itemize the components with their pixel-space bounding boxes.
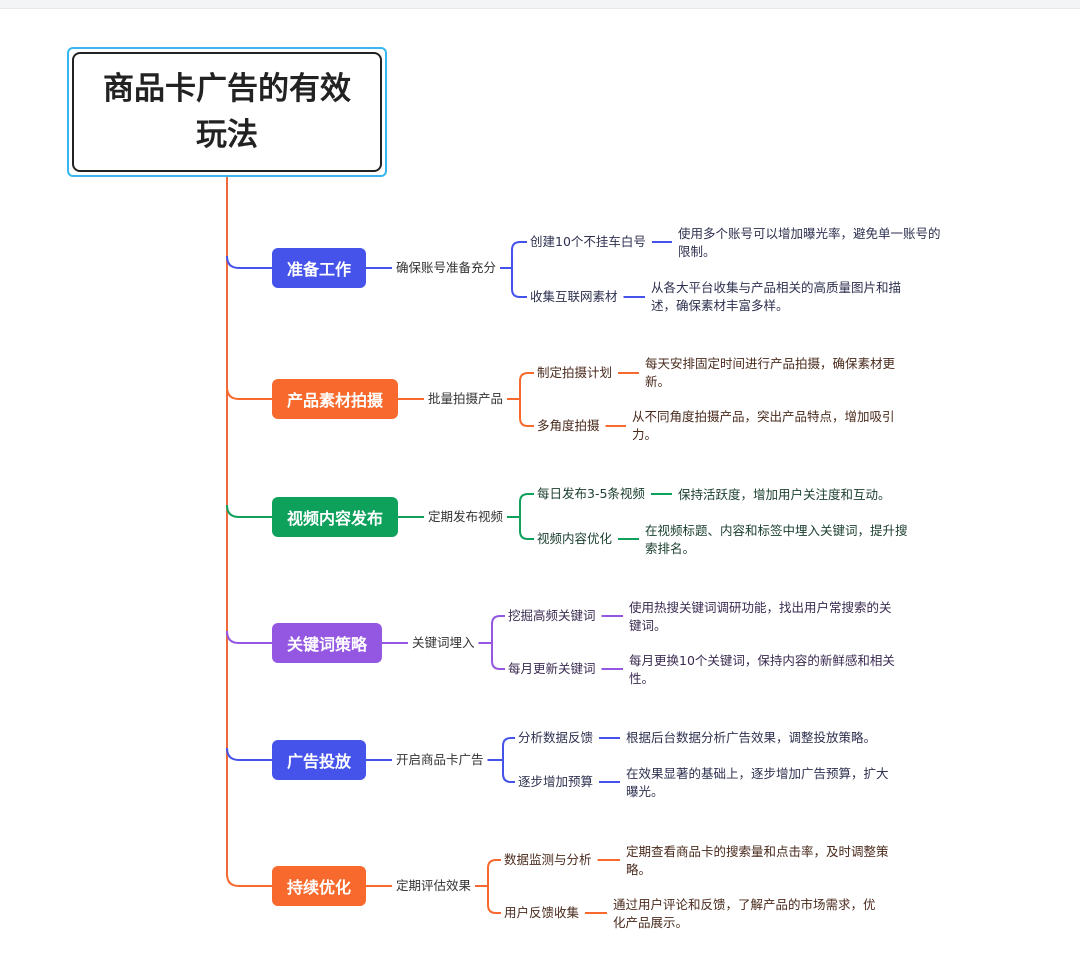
root-node-selection[interactable]: 商品卡广告的有效玩法 [67, 47, 387, 177]
topic-detail[interactable]: 每月更换10个关键词，保持内容的新鲜感和相关性。 [629, 653, 895, 686]
topic-item[interactable]: 收集互联网素材 [530, 289, 618, 304]
branch-node[interactable]: 广告投放 [272, 740, 367, 780]
bracket-line [519, 399, 534, 427]
bracket-line [519, 493, 534, 517]
branch-node[interactable]: 持续优化 [272, 866, 367, 906]
root-node[interactable]: 商品卡广告的有效玩法 [72, 52, 382, 172]
subtopic[interactable]: 定期评估效果 [396, 878, 472, 893]
bracket-line [487, 859, 501, 886]
top-bar [0, 0, 1080, 9]
topic-detail[interactable]: 在视频标题、内容和标签中埋入关键词，提升搜索排名。 [645, 523, 908, 556]
bracket-line [511, 241, 527, 268]
bracket-line [491, 615, 505, 643]
topic-item[interactable]: 逐步增加预算 [518, 774, 594, 789]
topic-detail[interactable]: 在效果显著的基础上，逐步增加广告预算，扩大曝光。 [626, 766, 889, 799]
branch-node[interactable]: 产品素材拍摄 [272, 379, 399, 419]
bracket-line [511, 268, 527, 298]
bracket-line [502, 760, 515, 783]
topic-item[interactable]: 每月更新关键词 [508, 661, 596, 676]
branch-connector [226, 504, 272, 518]
topic-item[interactable]: 创建10个不挂车白号 [530, 234, 646, 249]
topic-item[interactable]: 制定拍摄计划 [537, 365, 613, 380]
branch-connector [226, 386, 272, 400]
subtopic[interactable]: 批量拍摄产品 [428, 391, 504, 406]
topic-item[interactable]: 视频内容优化 [537, 531, 613, 546]
branch-connector [226, 630, 272, 644]
branch-node[interactable]: 关键词策略 [272, 623, 383, 663]
topic-detail[interactable]: 通过用户评论和反馈，了解产品的市场需求，优化产品展示。 [613, 897, 876, 930]
topic-item[interactable]: 多角度拍摄 [537, 418, 600, 433]
subtopic[interactable]: 确保账号准备充分 [396, 260, 497, 275]
topic-detail[interactable]: 从各大平台收集与产品相关的高质量图片和描述，确保素材丰富多样。 [651, 280, 902, 313]
topic-item[interactable]: 分析数据反馈 [518, 730, 594, 745]
branch-connector [226, 255, 272, 269]
subtopic[interactable]: 关键词埋入 [412, 635, 475, 650]
topic-detail[interactable]: 保持活跃度，增加用户关注度和互动。 [678, 487, 891, 502]
bracket-line [519, 517, 534, 540]
subtopic[interactable]: 开启商品卡广告 [396, 752, 484, 767]
bracket-line [519, 372, 534, 399]
topic-detail[interactable]: 使用多个账号可以增加曝光率，避免单一账号的限制。 [678, 226, 941, 259]
branch-connector [226, 873, 272, 887]
topic-detail[interactable]: 根据后台数据分析广告效果，调整投放策略。 [626, 730, 877, 745]
topic-item[interactable]: 用户反馈收集 [504, 905, 580, 920]
topic-detail[interactable]: 每天安排固定时间进行产品拍摄，确保素材更新。 [645, 356, 896, 389]
branch-connector [226, 747, 272, 761]
topic-detail[interactable]: 使用热搜关键词调研功能，找出用户常搜索的关键词。 [629, 600, 892, 633]
topic-item[interactable]: 挖掘高频关键词 [508, 608, 596, 623]
topic-detail[interactable]: 从不同角度拍摄产品，突出产品特点，增加吸引力。 [632, 409, 895, 442]
branch-node[interactable]: 准备工作 [272, 248, 367, 288]
topic-detail[interactable]: 定期查看商品卡的搜索量和点击率，及时调整策略。 [626, 844, 889, 877]
bracket-line [487, 886, 501, 914]
topic-item[interactable]: 每日发布3-5条视频 [537, 486, 645, 501]
bracket-line [491, 643, 505, 670]
subtopic[interactable]: 定期发布视频 [428, 509, 504, 524]
topic-item[interactable]: 数据监测与分析 [504, 852, 592, 867]
branch-node[interactable]: 视频内容发布 [272, 497, 399, 537]
bracket-line [502, 737, 515, 760]
